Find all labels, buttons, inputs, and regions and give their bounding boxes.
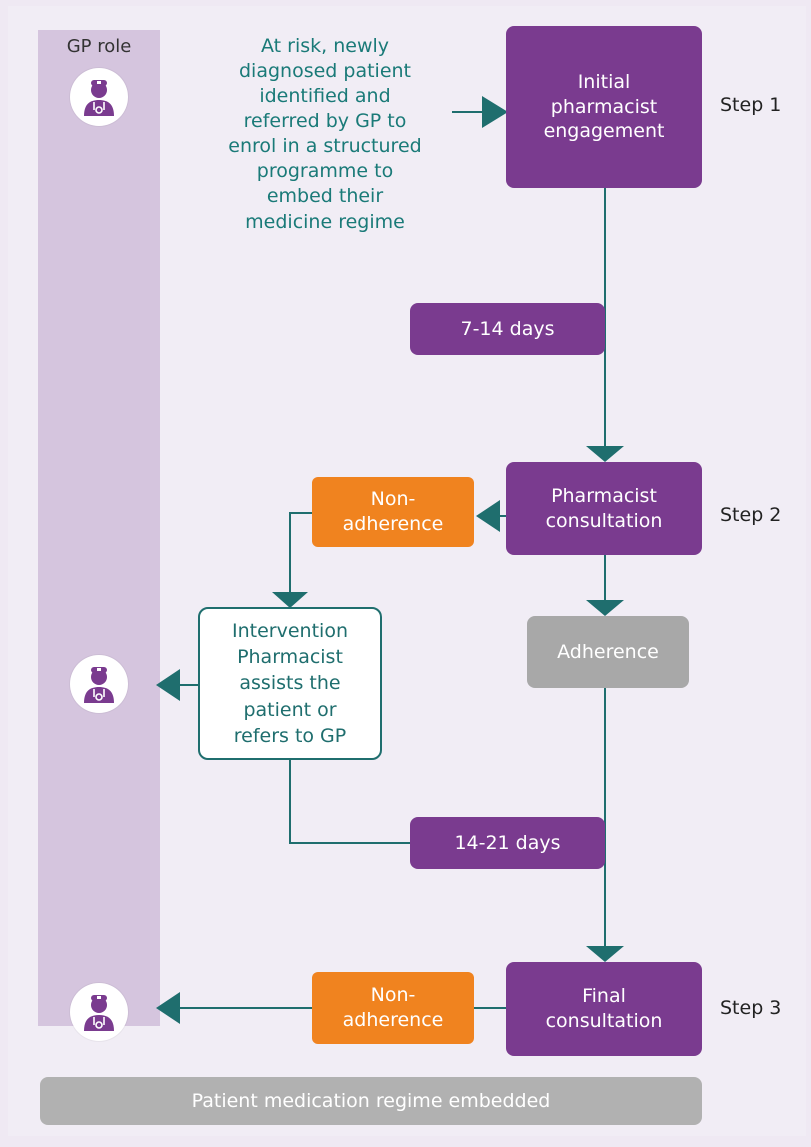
non-adherence-box: Non- adherence (312, 972, 474, 1044)
adherence-box: Adherence (527, 616, 689, 688)
gp-role-label: GP role (66, 36, 132, 57)
pharmacist-consultation-box: Pharmacist consultation (506, 462, 702, 555)
referral-description: At risk, newly diagnosed patient identif… (228, 35, 422, 233)
interval-7-14-days: 7-14 days (410, 303, 605, 355)
arrowhead (476, 500, 500, 532)
arrowhead (586, 600, 624, 616)
arrowhead (156, 669, 180, 701)
step-1-label: Step 1 (720, 94, 782, 116)
outcome-bar: Patient medication regime embedded (40, 1077, 702, 1125)
arrowhead (586, 446, 624, 462)
doctor-icon (70, 655, 128, 713)
intervention-box: Intervention Pharmacist assists the pati… (198, 607, 382, 760)
initial-pharmacist-engagement-box: Initial pharmacist engagement (506, 26, 702, 188)
final-consultation-box: Final consultation (506, 962, 702, 1056)
arrowhead (272, 592, 308, 608)
doctor-icon (70, 68, 128, 126)
arrowhead (156, 992, 180, 1024)
interval-14-21-days: 14-21 days (410, 817, 605, 869)
doctor-icon (70, 983, 128, 1041)
non-adherence-box: Non- adherence (312, 477, 474, 547)
arrowhead (482, 96, 508, 128)
gp-role-column (38, 30, 160, 1026)
step-2-label: Step 2 (720, 504, 782, 526)
step-3-label: Step 3 (720, 997, 782, 1019)
arrowhead (586, 946, 624, 962)
